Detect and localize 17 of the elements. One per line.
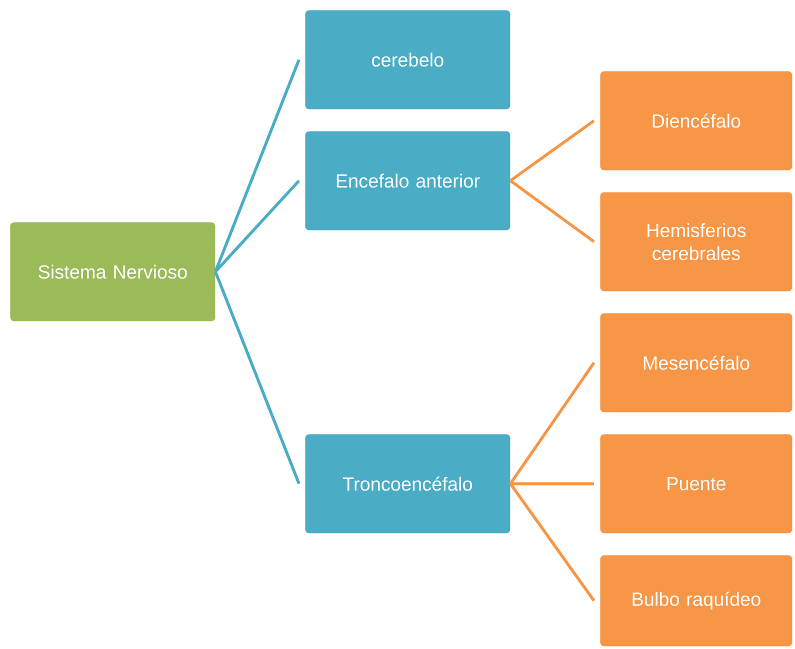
box: Sistema Nervioso (10, 222, 216, 322)
connector-line (510, 180, 595, 243)
box: Puente (600, 434, 792, 534)
connector-line (214, 180, 300, 273)
box: Hemisferios cerebrales (600, 192, 792, 292)
box: Troncoencéfalo (305, 434, 510, 534)
connector-line (214, 271, 300, 484)
box: Mesencéfalo (600, 313, 792, 412)
connector-line (510, 482, 594, 486)
box: Diencéfalo (600, 71, 792, 170)
box: Bulbo raquídeo (600, 555, 792, 646)
connector-line (509, 482, 596, 602)
box: cerebelo (305, 10, 510, 110)
connector-line (214, 59, 300, 272)
box: Encefalo anterior (305, 131, 510, 230)
connector-line (509, 362, 596, 485)
connector-line (510, 119, 595, 182)
